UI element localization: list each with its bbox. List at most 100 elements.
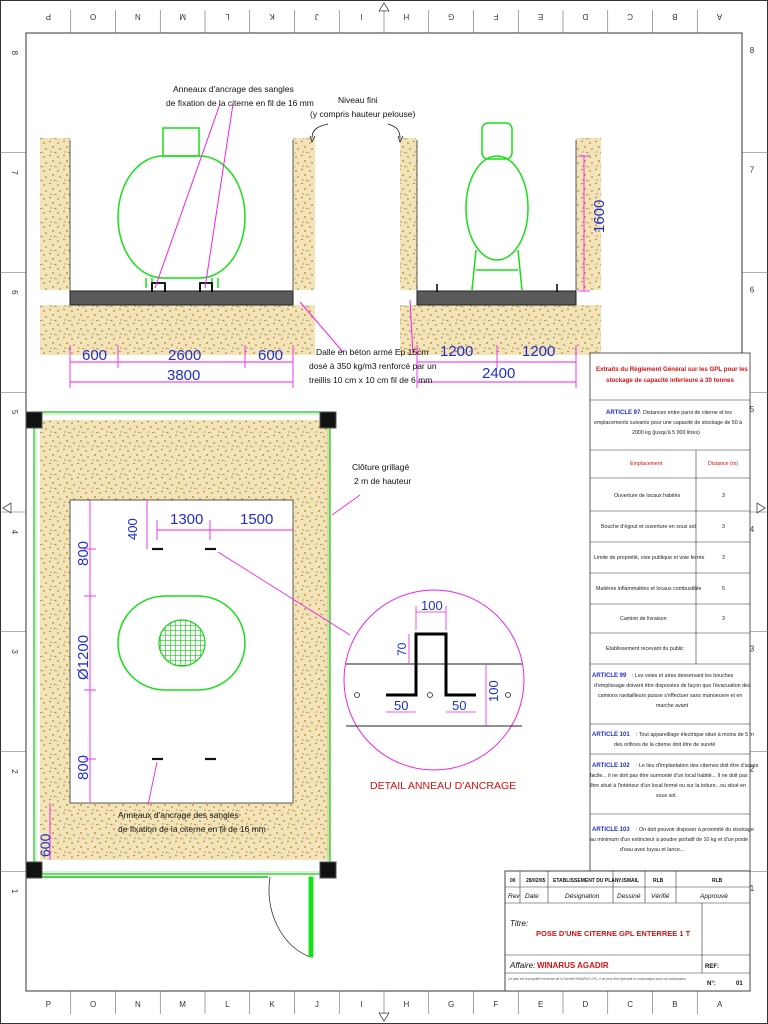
tank-front: [465, 122, 529, 291]
footer-note: Ce plan est la propriété exclusive de la…: [508, 977, 687, 981]
hdr-date: Date: [525, 893, 539, 900]
note-level-line1: Niveau fini: [338, 95, 378, 105]
column-label-bottom: B: [672, 1000, 677, 1009]
row2-place: Bouche d'égout et ouverture en sous sol: [601, 524, 696, 530]
gate: [42, 876, 314, 958]
rev-cell-3: Y.ISMAIL: [618, 878, 639, 884]
note-slab-line3: treillis 10 cm x 10 cm fil de 6 mm: [309, 375, 432, 385]
row-label-left: 4: [10, 530, 19, 535]
note-slab-line1: Dalle en béton armé Ep 15cm: [316, 347, 428, 357]
row-label-left: 3: [10, 649, 19, 654]
dim-right-2400: 2400: [482, 365, 515, 382]
row-label-left: 1: [10, 889, 19, 894]
rev-cell-0: 00: [510, 878, 516, 884]
note-anchor-line1: Anneaux d'ancrage des sangles: [173, 84, 294, 94]
column-label-top: C: [627, 12, 633, 21]
plan-anchor-note-line1: Anneaux d'ancrage des sangles: [118, 810, 239, 820]
row-label-right: 8: [750, 46, 755, 55]
note-slab-line2: dosé à 350 kg/m3 renforcé par un: [309, 361, 437, 371]
hdr-rev: Rev: [508, 893, 520, 900]
fence: [33, 411, 331, 875]
row-label-left: 6: [10, 290, 19, 295]
dim-left-600a: 600: [82, 347, 107, 364]
art103-title: ARTICLE 103: [592, 827, 630, 833]
column-label-top: P: [46, 12, 51, 21]
row3-dist: 3: [722, 555, 725, 561]
row4-dist: 5: [722, 586, 725, 592]
column-label-top: D: [582, 12, 588, 21]
column-label-top: K: [269, 12, 275, 21]
column-label-top: J: [315, 12, 319, 21]
ref-label: REF:: [705, 964, 719, 970]
fence-note-line2: 2 m de hauteur: [354, 476, 411, 486]
fence-note-line1: Clôture grillagé: [352, 462, 409, 472]
column-label-top: O: [90, 12, 96, 21]
detail-dim-50a: 50: [394, 698, 408, 713]
plan-anchor-note-line2: de fixation de la citerne en fil de 16 m…: [118, 824, 266, 834]
detail-title: DETAIL ANNEAU D'ANCRAGE: [370, 780, 516, 792]
fence-posts: [25, 411, 337, 879]
column-label-top: E: [538, 12, 543, 21]
row-label-left: 7: [10, 170, 19, 175]
column-label-bottom: N: [135, 1000, 141, 1009]
reg-heading-line2: stockage de capacité inferieure à 30 ton…: [606, 377, 734, 384]
row6-place: Etablissement recevant du public: [606, 646, 684, 652]
n-value: 01: [736, 981, 743, 987]
art99-text-3: camions ravitailleurs puisse s'effectuer…: [598, 693, 742, 699]
art101-text-2: des orifices de la citerne doit être de …: [614, 742, 715, 748]
row-label-right: 3: [750, 645, 755, 654]
tank-plan: [117, 595, 246, 691]
column-label-bottom: G: [448, 1000, 454, 1009]
plan-dim-800b: 800: [75, 755, 92, 780]
row-label-right: 4: [750, 525, 755, 534]
affaire-label: Affaire:: [509, 961, 535, 970]
titre-value: POSE D'UNE CITERNE GPL ENTERREE 1 T: [536, 929, 691, 938]
art99-text-1: : Les voies et aires desservant les bouc…: [632, 673, 734, 679]
detail-dim-100a: 100: [421, 598, 443, 613]
plan-dim-dia1200: Ø1200: [75, 635, 92, 680]
plan-dim-600: 600: [37, 833, 53, 857]
column-label-top: F: [493, 12, 498, 21]
column-label-bottom: O: [90, 1000, 96, 1009]
column-label-bottom: F: [493, 1000, 498, 1009]
column-label-bottom: C: [627, 1000, 633, 1009]
dim-left-3800: 3800: [167, 367, 200, 384]
art99-text-4: marche avant: [656, 703, 689, 709]
plan-dim-1300: 1300: [170, 511, 203, 528]
plan-dim-1500: 1500: [240, 511, 273, 528]
column-label-bottom: I: [361, 1000, 363, 1009]
column-label-top: B: [672, 12, 677, 21]
art102-text-3: être situé à l'intérieur d'un local ferm…: [590, 783, 746, 789]
column-label-top: A: [716, 12, 722, 21]
detail-dim-100b: 100: [486, 680, 501, 702]
row5-dist: 3: [722, 616, 725, 622]
row2-dist: 3: [722, 524, 725, 530]
row1-place: Ouverture de locaux habités: [614, 493, 681, 499]
note-level-line2: (y compris hauteur pelouse): [310, 109, 416, 119]
column-label-bottom: A: [717, 1000, 723, 1009]
art101-text-1: : Tout appareillage électrique situé à m…: [636, 732, 755, 738]
row-label-right: 5: [750, 405, 755, 414]
affaire-value: WINARUS AGADIR: [537, 961, 609, 970]
art102-text-2: facile... il ne doit pas être surmonté d…: [590, 773, 748, 779]
plan-dim-800a: 800: [75, 541, 92, 566]
plan-dim-400: 400: [125, 518, 140, 540]
rev-cell-4: RLB: [653, 878, 664, 884]
art97-text-1: : Distances entre paroi de citerne et le…: [640, 410, 732, 416]
col-emplacement: Emplacement: [630, 461, 663, 467]
hdr-designation: Désignation: [565, 893, 600, 900]
row5-place: Camion de livraison: [620, 616, 667, 622]
column-label-bottom: M: [179, 1000, 186, 1009]
regulation-panel: Extraits du Réglement Général sur les GP…: [589, 352, 759, 872]
column-label-top: I: [361, 12, 363, 21]
hdr-approuve: Approuvé: [699, 893, 728, 900]
elevation-dimension-lines: [69, 155, 590, 388]
rev-cell-1: 28/02/05: [526, 878, 546, 884]
plan-view: 400 1300 1500 800 Ø1200 800 600 Clôture …: [25, 411, 411, 958]
art97-text-2: emplacements suivants pour une capacité …: [594, 420, 742, 426]
rev-cell-5: RLB: [712, 878, 723, 884]
column-label-top: H: [403, 12, 409, 21]
art99-text-2: d'emplissage doivent être disposées de f…: [594, 683, 751, 689]
